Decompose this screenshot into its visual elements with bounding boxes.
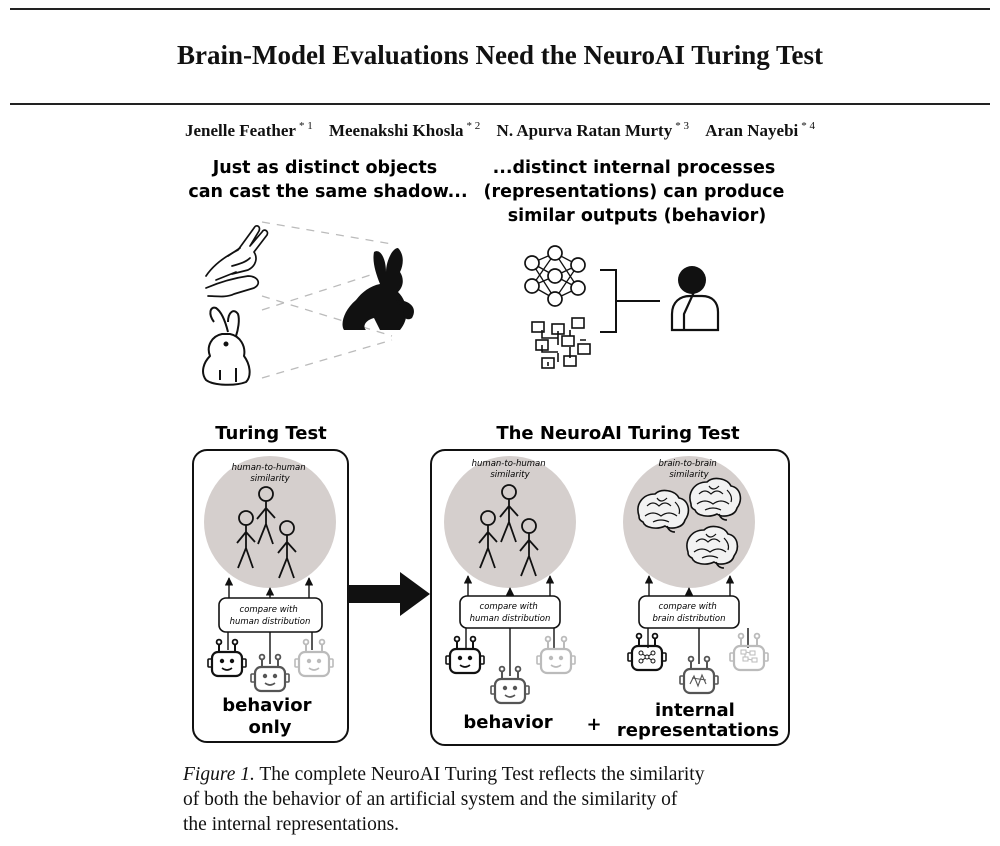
author: Jenelle Feather* 1: [185, 120, 313, 140]
author-name: Meenakshi Khosla: [328, 120, 464, 140]
author-affiliation: * 2: [466, 120, 481, 132]
caption-line: of both the behavior of an artificial sy…: [183, 789, 678, 810]
b2b-label-line: brain-to-brain: [658, 459, 716, 469]
neuroai-arrows: [463, 575, 749, 676]
compare-human-box: [459, 595, 561, 629]
compare-human-line: compare with: [240, 605, 298, 615]
author: Meenakshi Khosla* 2: [328, 120, 481, 140]
h2h-label: human-to-human similarity: [232, 463, 309, 484]
behavior-only-line: behavior: [222, 695, 311, 716]
behavior-only-line: only: [248, 717, 291, 738]
hand-shadow-icon: [205, 225, 269, 298]
figure-1: Just as distinct objects can cast the sa…: [188, 158, 790, 746]
process-analogy-line: (representations) can produce: [483, 182, 784, 202]
internal-representations-label: internal representations: [617, 700, 779, 741]
compare-brain-line: compare with: [659, 602, 717, 612]
h2h-label: human-to-human similarity: [472, 459, 549, 480]
robot-network-icon: [626, 632, 668, 672]
compare-brain-box: [638, 595, 740, 629]
process-analogy-line: similar outputs (behavior): [508, 206, 767, 226]
author-name: N. Apurva Ratan Murty: [496, 120, 673, 140]
compare-human-line: compare with: [480, 602, 538, 612]
compare-human-label: compare with human distribution: [230, 605, 311, 627]
neural-network-icon: [524, 245, 586, 307]
output-bracket: [600, 269, 660, 333]
caption-line: The complete NeuroAI Turing Test reflect…: [259, 764, 705, 785]
caption-line: the internal representations.: [183, 814, 400, 835]
author-affiliation: * 4: [801, 120, 815, 132]
author-list: Jenelle Feather* 1 Meenakshi Khosla* 2 N…: [0, 120, 1000, 141]
figure-caption: Figure 1. The complete NeuroAI Turing Te…: [183, 762, 823, 837]
b2b-label-line: similarity: [669, 470, 709, 480]
top-rule: [10, 8, 990, 10]
caption-label: Figure 1.: [183, 764, 255, 785]
bunny-icon: [202, 306, 251, 386]
behavior-label: behavior: [463, 712, 552, 733]
h2h-label-line: human-to-human: [472, 459, 546, 469]
process-analogy-line: ...distinct internal processes: [493, 158, 776, 178]
author: N. Apurva Ratan Murty* 3: [496, 120, 689, 140]
author-affiliation: * 3: [675, 120, 689, 132]
author-name: Jenelle Feather: [185, 120, 296, 140]
shadow-analogy-line: Just as distinct objects: [212, 158, 437, 178]
h2h-label-line: human-to-human: [232, 463, 306, 473]
neuroai-test-title: The NeuroAI Turing Test: [496, 423, 740, 444]
compare-brain-label: compare with brain distribution: [653, 602, 726, 624]
human-similarity-circle: [444, 456, 576, 588]
paper-title: Brain-Model Evaluations Need the NeuroAI…: [176, 40, 824, 70]
projection-lines: [261, 221, 393, 379]
shadow-analogy-text: Just as distinct objects can cast the sa…: [188, 158, 467, 202]
thinking-person-icon: [670, 266, 720, 332]
author-affiliation: * 1: [298, 120, 313, 132]
internal-representations-line: internal: [655, 700, 735, 721]
transition-arrow: [347, 572, 430, 616]
shadow-analogy-line: can cast the same shadow...: [188, 182, 467, 202]
behavior-only-label: behavior only: [222, 695, 317, 738]
compare-human-label: compare with human distribution: [470, 602, 551, 624]
turing-test-title: Turing Test: [215, 423, 327, 444]
h2h-label-line: similarity: [490, 470, 530, 480]
compare-brain-line: brain distribution: [653, 614, 726, 624]
compare-human-line: human distribution: [470, 614, 551, 624]
internal-representations-line: representations: [617, 720, 779, 741]
human-similarity-circle: [204, 456, 336, 588]
compare-human-box: [218, 597, 323, 633]
h2h-label-line: similarity: [250, 474, 290, 484]
author: Aran Nayebi* 4: [705, 120, 815, 140]
robot-flowchart-icon: [728, 632, 770, 672]
compare-human-line: human distribution: [230, 617, 311, 627]
title-rule: [10, 103, 990, 105]
plus-sign: +: [586, 714, 601, 735]
process-analogy-text: ...distinct internal processes (represen…: [483, 158, 790, 226]
b2b-label: brain-to-brain similarity: [658, 459, 719, 480]
robot-scribble-icon: [678, 655, 720, 695]
bunny-shadow-icon: [342, 248, 415, 330]
author-name: Aran Nayebi: [705, 120, 799, 140]
turing-arrows: [224, 577, 314, 664]
flowchart-icon: [531, 317, 591, 369]
